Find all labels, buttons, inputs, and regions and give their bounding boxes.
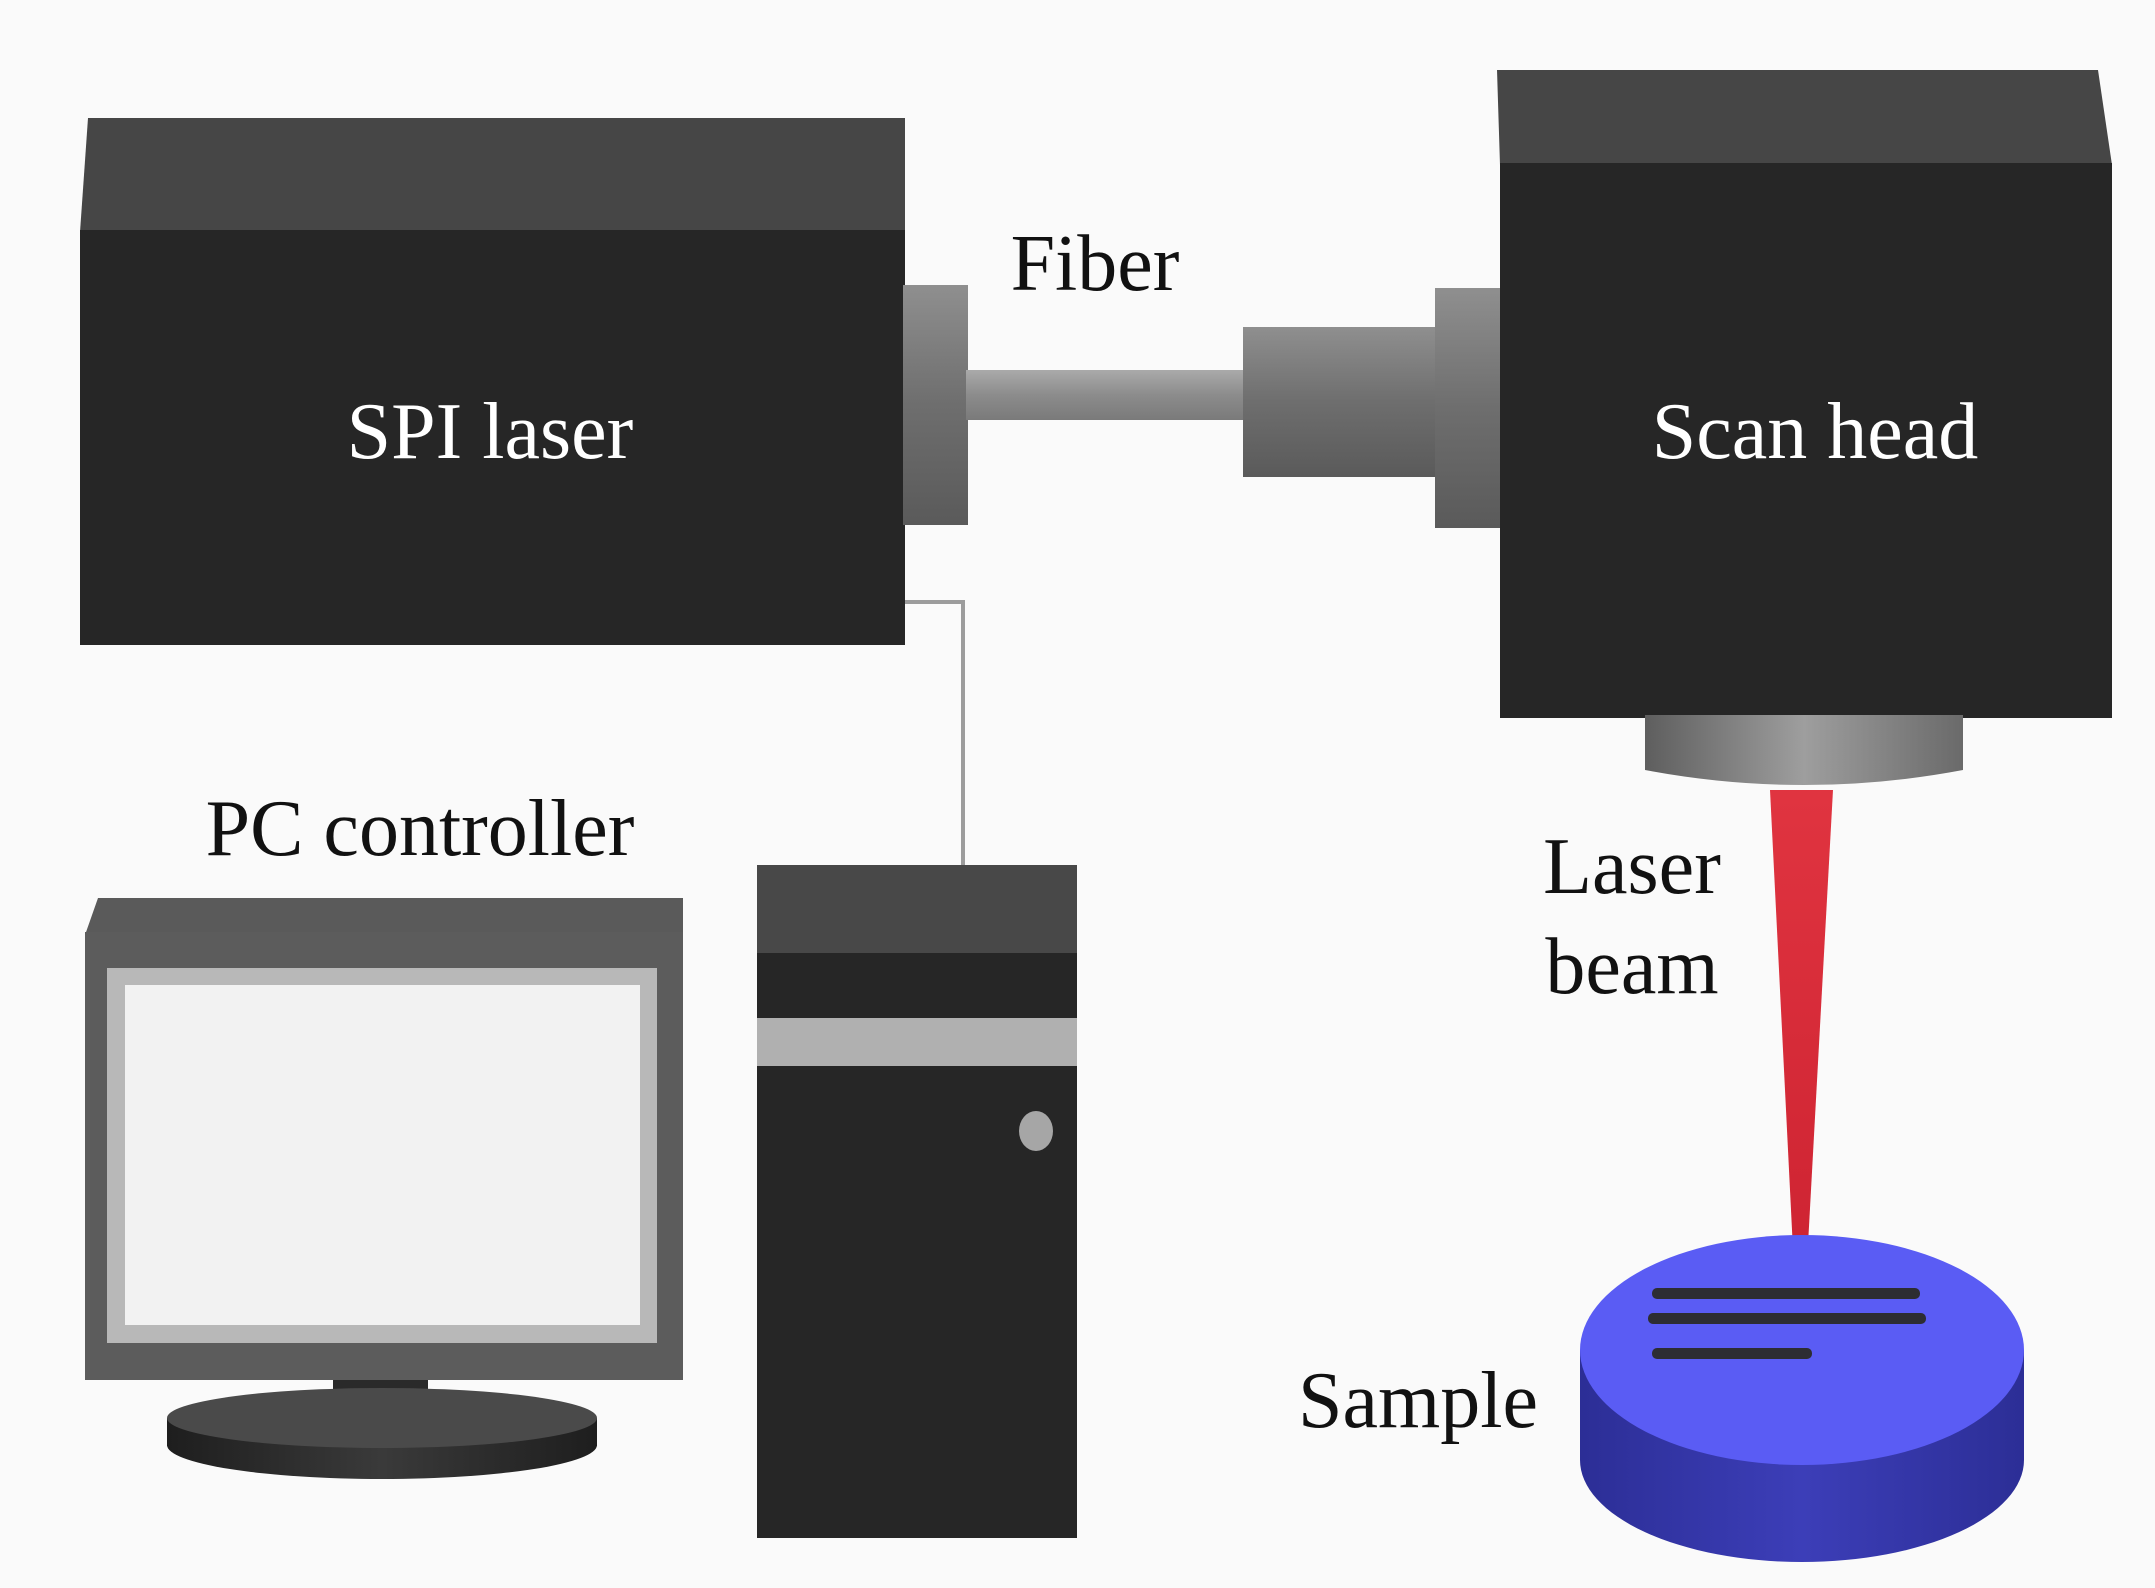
monitor-screen — [125, 985, 640, 1325]
scan-head-input-port — [1435, 288, 1502, 528]
scan-track — [1652, 1288, 1920, 1299]
tower-top-face — [757, 865, 1077, 955]
scan-track — [1652, 1348, 1812, 1359]
sample: Sample — [1298, 1235, 2024, 1562]
fiber-cable — [966, 370, 1248, 420]
scan-head-lens — [1645, 715, 1963, 785]
sample-label: Sample — [1298, 1357, 1538, 1445]
laser-beam-label-line2: beam — [1545, 923, 1718, 1011]
fiber-label: Fiber — [1011, 220, 1180, 308]
laser-output-port — [903, 285, 968, 525]
spi-laser: SPI laser — [80, 118, 905, 645]
laser-beam-label-line1: Laser — [1543, 823, 1721, 911]
scan-head: Scan head — [1497, 70, 2112, 785]
pc-tower — [757, 865, 1077, 1538]
scan-head-top-face — [1497, 70, 2112, 165]
spi-laser-front-face — [80, 230, 905, 645]
scan-track — [1648, 1313, 1926, 1324]
monitor-stand-base-top — [167, 1388, 597, 1448]
pc-controller-label: PC controller — [206, 785, 635, 873]
scan-head-label: Scan head — [1652, 388, 1979, 476]
pc-monitor — [85, 898, 683, 1479]
monitor-top-edge — [85, 898, 683, 935]
scan-head-front-face — [1500, 163, 2112, 718]
fiber-assembly: Fiber — [903, 220, 1502, 528]
spi-laser-top-face — [80, 118, 905, 232]
control-cable — [905, 600, 965, 866]
tower-power-button — [1019, 1111, 1053, 1151]
tower-drive-bay — [757, 1018, 1077, 1066]
fiber-connector-outer — [1243, 327, 1438, 477]
laser-beam-cone — [1770, 790, 1833, 1390]
laser-beam: Laser beam — [1543, 790, 1833, 1390]
spi-laser-label: SPI laser — [347, 388, 634, 476]
